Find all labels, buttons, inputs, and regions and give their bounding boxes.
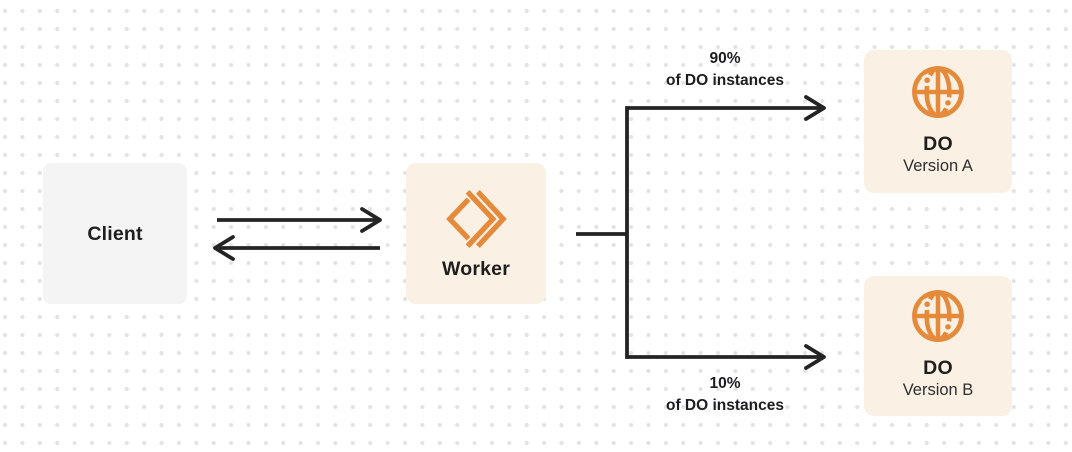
node-do-version-b: DO Version B [864, 276, 1012, 416]
do-a-subtitle: Version A [903, 157, 973, 175]
branch-split-line [576, 106, 629, 359]
do-b-title: DO [923, 357, 953, 379]
worker-label: Worker [441, 258, 511, 280]
edge-caption: of DO instances [666, 72, 784, 89]
node-worker: Worker [406, 163, 546, 304]
client-label: Client [87, 222, 143, 245]
node-do-version-a: DO Version A [864, 50, 1012, 193]
edge-percent: 10% [709, 375, 741, 392]
edge-caption: of DO instances [666, 397, 784, 414]
edge-label-90-percent: 90% of DO instances [620, 48, 830, 92]
durable-object-globe-icon [912, 290, 964, 342]
edge-label-10-percent: 10% of DO instances [620, 373, 830, 417]
durable-object-globe-icon [912, 66, 964, 118]
do-b-subtitle: Version B [902, 381, 974, 399]
edge-percent: 90% [709, 50, 741, 67]
workers-chevrons-icon [446, 190, 507, 248]
do-a-title: DO [923, 133, 953, 155]
arrow-to-do-version-b [627, 344, 826, 370]
node-client: Client [43, 163, 187, 304]
arrow-client-to-worker [217, 207, 382, 233]
arrow-to-do-version-a [627, 95, 826, 121]
arrow-worker-to-client [213, 235, 380, 261]
